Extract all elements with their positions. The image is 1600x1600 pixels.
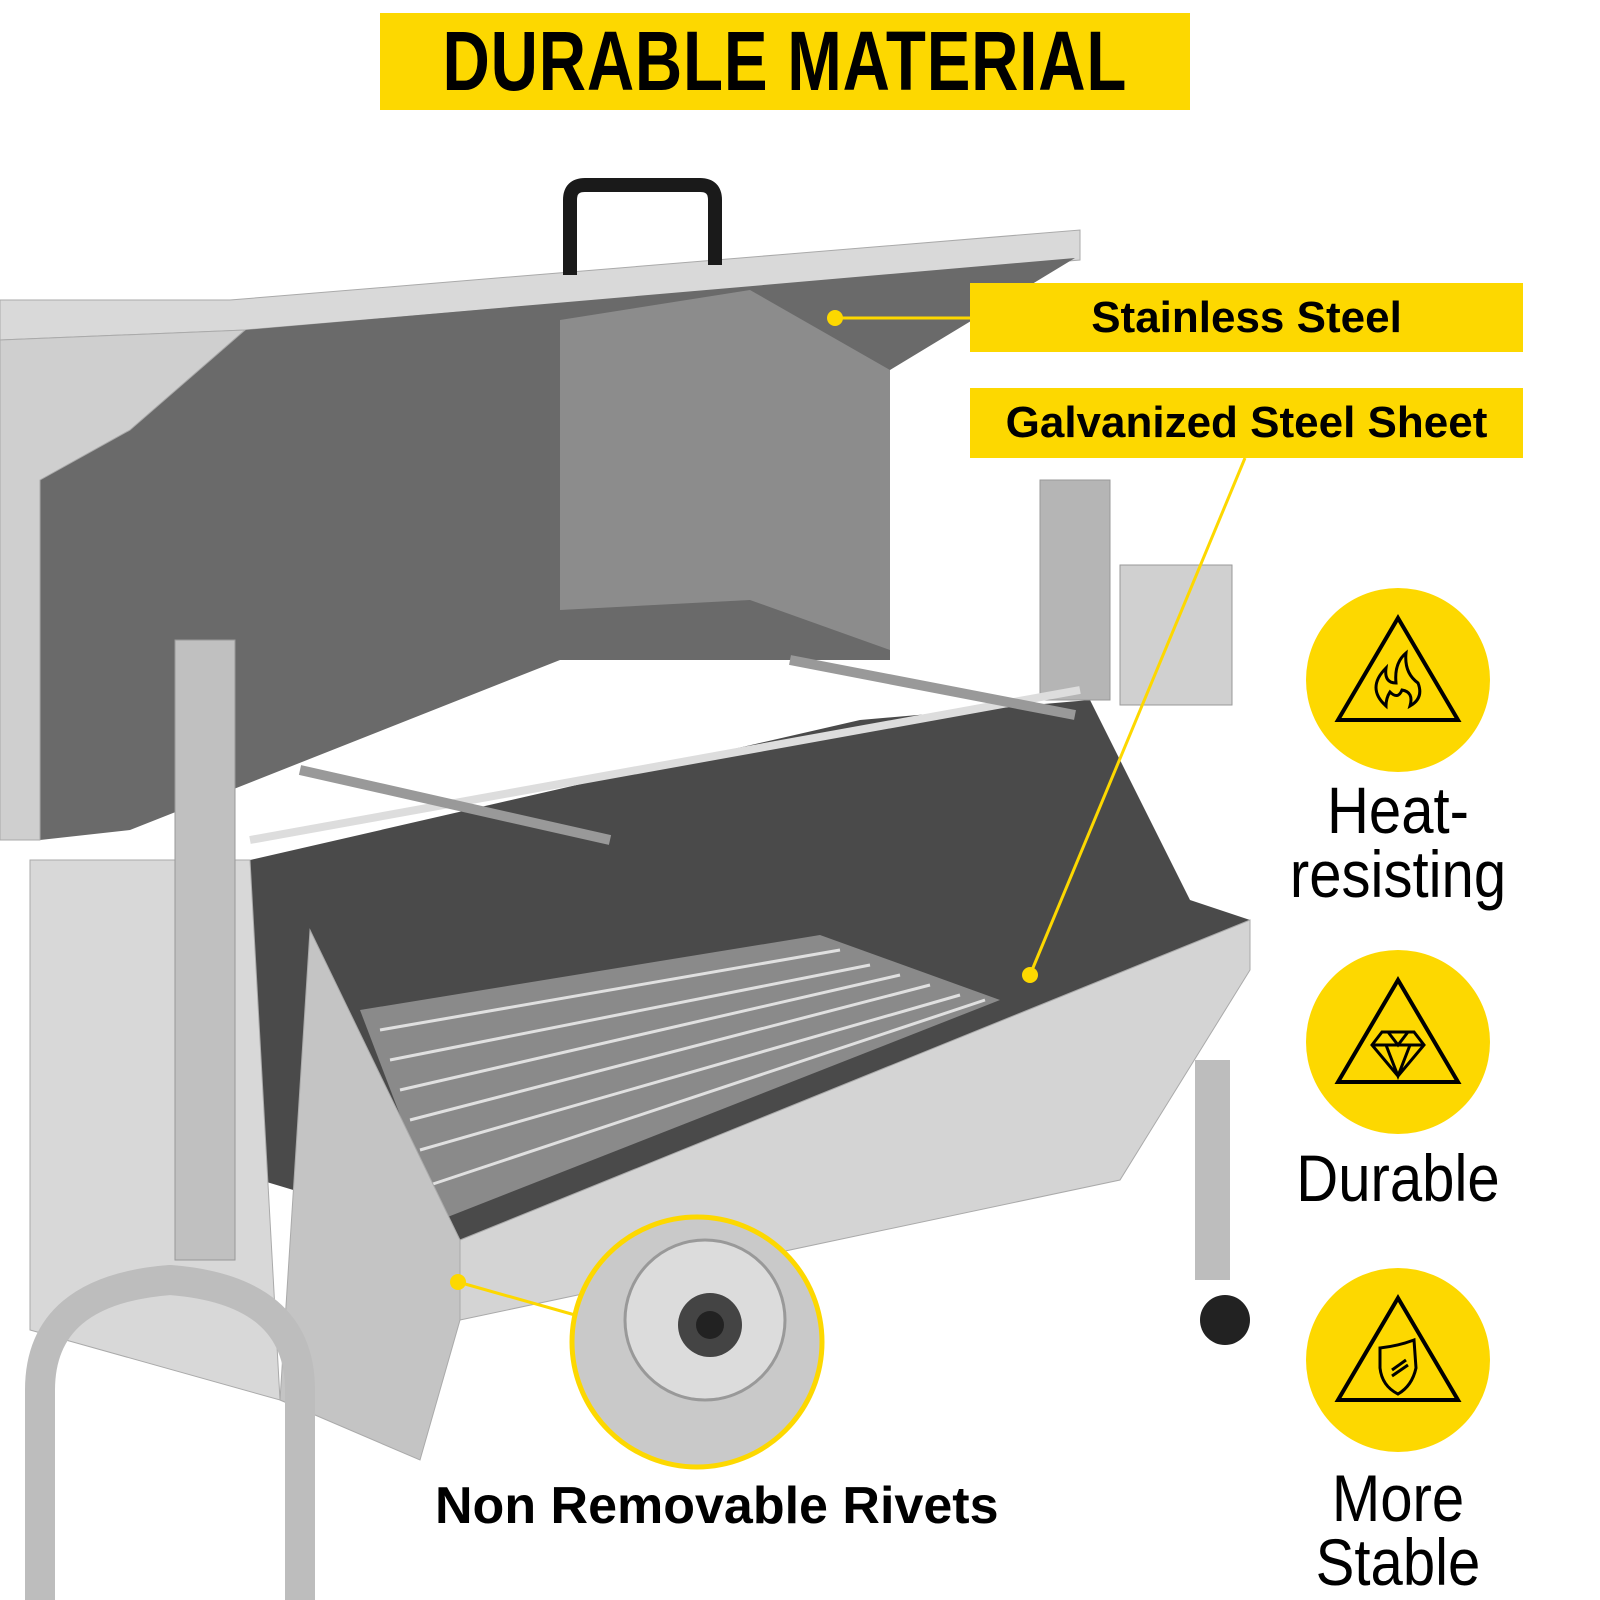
diamond-icon xyxy=(1306,950,1490,1134)
shield-icon xyxy=(1306,1268,1490,1452)
callout-rivets: Non Removable Rivets xyxy=(435,1477,999,1535)
feature-heat-resisting: Heat- resisting xyxy=(1266,773,1530,911)
callout-stainless-steel: Stainless Steel xyxy=(970,283,1523,352)
callout-label: Stainless Steel xyxy=(1091,292,1402,342)
flame-icon xyxy=(1306,588,1490,772)
feature-durable: Durable xyxy=(1266,1141,1530,1215)
feature-label: Heat- xyxy=(1326,773,1470,847)
feature-label: resisting xyxy=(1289,837,1507,911)
feature-label: More Stable xyxy=(1315,1461,1481,1599)
feature-label: Durable xyxy=(1296,1141,1500,1215)
page-title: DURABLE MATERIAL xyxy=(442,14,1128,108)
title-banner: DURABLE MATERIAL xyxy=(380,13,1190,110)
feature-more-stable: More Stable xyxy=(1266,1461,1530,1599)
callout-label: Galvanized Steel Sheet xyxy=(1005,398,1488,447)
callout-galvanized-steel: Galvanized Steel Sheet xyxy=(970,388,1523,458)
